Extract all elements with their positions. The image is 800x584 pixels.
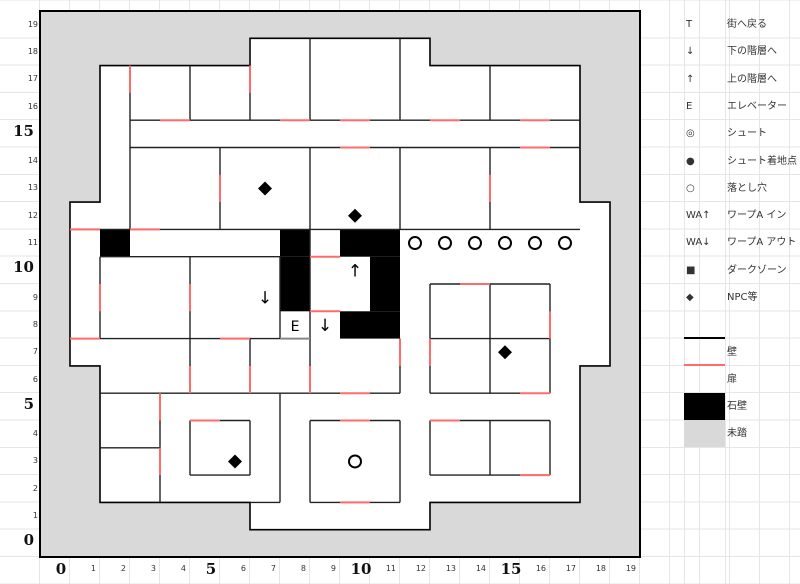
stone-wall-cell	[340, 229, 370, 257]
legend-door-swatch	[684, 364, 725, 366]
legend-symbol: ◆	[686, 292, 694, 303]
legend-door-label: 扉	[727, 374, 737, 385]
y-axis-label: 0	[23, 531, 34, 550]
npc-marker-icon	[258, 181, 272, 196]
x-axis-label: 7	[270, 564, 276, 573]
pitfall-icon	[408, 236, 422, 251]
npc-marker-icon	[348, 208, 362, 223]
legend-symbol: T	[686, 19, 693, 30]
pitfall-icon	[528, 236, 542, 251]
stone-wall-cell	[340, 311, 370, 339]
legend-wall-swatch	[684, 337, 725, 339]
legend-label: シュート	[727, 128, 767, 140]
x-axis-label: 6	[240, 564, 246, 573]
stone-wall-cell	[370, 284, 400, 312]
legend-label: 下の階層へ	[727, 46, 777, 58]
x-axis-label: 2	[120, 564, 126, 573]
legend-stone-label: 石壁	[727, 401, 747, 412]
legend-symbol: ↑	[686, 73, 695, 85]
x-axis-label: 17	[565, 564, 576, 573]
legend-label: ダークゾーン	[727, 264, 787, 276]
legend-stone-swatch	[684, 393, 725, 420]
legend-unvisited-label: 未踏	[727, 428, 747, 439]
x-axis-label: 5	[205, 560, 217, 578]
x-axis-label: 10	[350, 560, 372, 578]
legend-label: 街へ戻る	[727, 19, 767, 30]
sheet-column-line	[684, 0, 685, 584]
legend-label: エレベーター	[727, 100, 787, 112]
x-axis-label: 3	[150, 564, 156, 573]
x-axis-label: 12	[415, 564, 426, 573]
y-axis-label: 18	[27, 46, 38, 56]
stone-wall-cell	[370, 229, 400, 257]
stairs-down-icon: ↓	[258, 289, 272, 309]
legend-symbol: ●	[686, 155, 695, 167]
pitfall-icon	[438, 236, 452, 251]
y-axis-label: 14	[27, 156, 38, 166]
x-axis-label: 19	[625, 564, 636, 573]
stone-wall-cell	[280, 256, 310, 284]
x-axis-label: 11	[385, 564, 396, 573]
legend-symbol: ↓	[686, 46, 695, 58]
x-axis-label: 4	[180, 564, 186, 573]
y-axis-label: 4	[32, 429, 38, 439]
x-axis-label: 8	[300, 564, 306, 573]
legend-wall-label: 壁	[727, 347, 737, 358]
stone-wall-cell	[100, 229, 130, 257]
stone-wall-cell	[370, 256, 400, 284]
pitfall-icon	[498, 236, 512, 251]
legend-unvisited-swatch	[684, 420, 725, 447]
y-axis-label: 1	[32, 511, 38, 521]
y-axis-label: 17	[27, 74, 38, 84]
x-axis-label: 13	[445, 564, 456, 573]
y-axis-label: 6	[32, 374, 38, 384]
stone-wall-cell	[280, 229, 310, 257]
y-axis-label: 13	[27, 183, 38, 193]
stairs-up-icon: ↑	[348, 261, 362, 281]
y-axis-label: 3	[32, 456, 38, 466]
legend-label: ワープA イン	[727, 210, 787, 222]
y-axis-label: 7	[32, 347, 38, 357]
sheet-column-line	[725, 0, 726, 584]
legend-symbol: ◎	[686, 128, 695, 140]
floor-outline	[69, 37, 611, 531]
legend-symbol: WA↑	[686, 210, 711, 222]
legend-label: シュート着地点	[727, 155, 797, 167]
stone-wall-cell	[280, 284, 310, 312]
legend-label: ワープA アウト	[727, 237, 797, 249]
y-axis-label: 10	[13, 258, 34, 277]
y-axis-label: 11	[27, 238, 38, 248]
y-axis-label: 2	[32, 483, 38, 493]
x-axis-label: 1	[90, 564, 96, 573]
legend-label: NPC等	[727, 292, 758, 303]
y-axis-label: 9	[32, 292, 38, 302]
legend-symbol: E	[686, 100, 693, 112]
elevator-icon: E	[291, 319, 300, 335]
npc-marker-icon	[498, 345, 512, 360]
stone-wall-cell	[370, 311, 400, 339]
x-axis-label: 14	[475, 564, 486, 573]
npc-marker-icon	[228, 454, 242, 469]
pitfall-icon	[468, 236, 482, 251]
y-axis-label: 12	[27, 210, 38, 220]
y-axis-label: 8	[32, 319, 38, 329]
y-axis-label: 5	[23, 394, 34, 413]
stairs-down-icon: ↓	[318, 316, 332, 336]
legend-symbol: ■	[686, 264, 696, 276]
x-axis-label: 16	[535, 564, 546, 573]
x-axis-label: 0	[55, 560, 67, 578]
pitfall-icon	[558, 236, 572, 251]
pitfall-icon	[348, 454, 362, 469]
x-axis-label: 18	[595, 564, 606, 573]
legend-symbol: ○	[686, 182, 695, 194]
legend-label: 上の階層へ	[727, 73, 777, 85]
legend-label: 落とし穴	[727, 182, 767, 194]
legend-symbol: WA↓	[686, 237, 711, 249]
x-axis-label: 9	[330, 564, 336, 573]
y-axis-label: 16	[27, 101, 38, 111]
y-axis-label: 15	[13, 121, 34, 140]
x-axis-label: 15	[500, 560, 522, 578]
y-axis-label: 19	[27, 19, 38, 29]
